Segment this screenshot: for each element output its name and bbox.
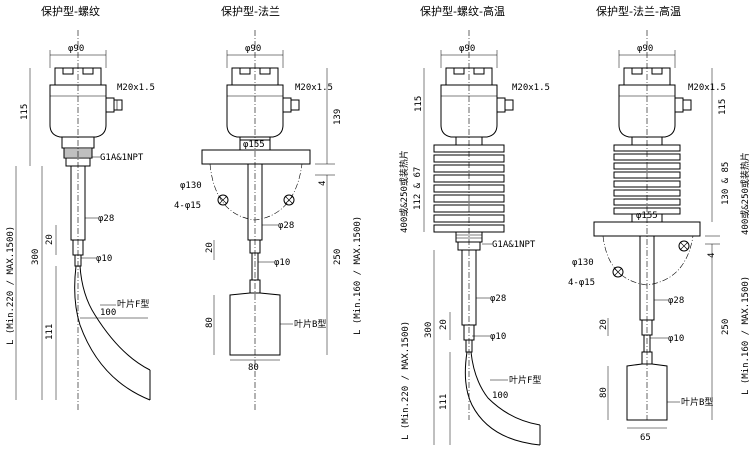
dim-d28-v1: φ28 — [98, 214, 114, 224]
dim-d90-v1: φ90 — [68, 44, 84, 54]
dim-111-v3: 111 — [439, 394, 449, 410]
view-flanged: φ90 M20x1.5 φ155 φ130 4-φ15 φ28 φ10 叶片B型 — [174, 30, 363, 410]
dim-139-v2: 139 — [333, 109, 343, 125]
dim-300-v3: 300 — [424, 322, 434, 338]
dim-d90-v2: φ90 — [245, 44, 261, 54]
dim-d10-v2: φ10 — [274, 258, 290, 268]
dim-lmin160-v4: L (Min.160 / MAX.1500) — [741, 276, 751, 395]
view-threaded: φ90 M20x1.5 G1A&1NPT φ28 φ10 — [6, 30, 155, 410]
dim-d130-v4: φ130 — [572, 258, 594, 268]
view-threaded-high-temp: φ90 M20x1.5 G1A&1NPT — [398, 30, 550, 446]
dim-lmin160-v2: L (Min.160 / MAX.1500) — [353, 216, 363, 335]
dim-115-v3: 115 — [414, 96, 424, 112]
dim-d28-v3: φ28 — [490, 294, 506, 304]
dim-lmin220-v3: L (Min.220 / MAX.1500) — [401, 321, 411, 440]
dim-100-v1: 100 — [100, 308, 116, 318]
dim-d28-v4: φ28 — [668, 296, 684, 306]
label-blade-b-v2: 叶片B型 — [294, 318, 326, 330]
label-holes-v2: 4-φ15 — [174, 201, 201, 211]
dim-80w-v2: 80 — [248, 363, 259, 373]
dim-111-v1: 111 — [45, 324, 55, 340]
label-g1a-v3: G1A&1NPT — [492, 240, 536, 250]
dim-d90-v4: φ90 — [637, 44, 653, 54]
label-m20-v1: M20x1.5 — [117, 83, 155, 93]
dim-d155-v2: φ155 — [243, 140, 265, 150]
label-m20-v2: M20x1.5 — [295, 83, 333, 93]
label-fin-400-v4: 400或&250或装热片 — [739, 152, 751, 235]
title-threaded-high-temp: 保护型-螺纹-高温 — [420, 4, 505, 18]
dim-80h-v4: 80 — [599, 387, 609, 398]
label-blade-b-v4: 叶片B型 — [681, 396, 713, 408]
dim-20-v4: 20 — [599, 319, 609, 330]
title-flanged: 保护型-法兰 — [221, 4, 280, 18]
dim-4-v2: 4 — [318, 181, 328, 186]
dim-20-v3: 20 — [439, 319, 449, 330]
label-blade-f-v1: 叶片F型 — [117, 298, 149, 310]
dim-20-v2: 20 — [205, 242, 215, 253]
dim-lmin220-v1: L (Min.220 / MAX.1500) — [6, 226, 16, 345]
label-blade-f-v3: 叶片F型 — [509, 374, 541, 386]
dim-300-v1: 300 — [31, 249, 41, 265]
title-flanged-high-temp: 保护型-法兰-高温 — [596, 4, 681, 18]
dim-d10-v3: φ10 — [490, 332, 506, 342]
label-m20-v3: M20x1.5 — [512, 83, 550, 93]
dim-d155-v4: φ155 — [636, 211, 658, 221]
dim-115-v4: 115 — [718, 99, 728, 115]
dim-20-v1: 20 — [45, 234, 55, 245]
dim-130-85-v4: 130 & 85 — [721, 162, 731, 205]
dim-112-67-v3: 112 & 67 — [413, 167, 423, 210]
label-fin-400-v3: 400或&250或装热片 — [398, 150, 410, 233]
dim-250-v4: 250 — [721, 319, 731, 335]
label-g1a-v1: G1A&1NPT — [100, 153, 144, 163]
title-threaded: 保护型-螺纹 — [41, 4, 100, 18]
dim-d130-v2: φ130 — [180, 181, 202, 191]
dim-d90-v3: φ90 — [459, 44, 475, 54]
dim-250-v2: 250 — [333, 249, 343, 265]
dim-80h-v2: 80 — [205, 317, 215, 328]
dim-d10-v1: φ10 — [96, 254, 112, 264]
label-m20-v4: M20x1.5 — [688, 83, 726, 93]
dim-65-v4: 65 — [640, 433, 651, 443]
dim-115-v1: 115 — [20, 104, 30, 120]
dim-100-v3: 100 — [492, 391, 508, 401]
label-holes-v4: 4-φ15 — [568, 278, 595, 288]
cooling-fins-v4 — [613, 144, 681, 215]
view-flanged-high-temp: φ90 M20x1.5 φ155 φ130 4-φ15 — [568, 30, 751, 443]
dim-d28-v2: φ28 — [278, 221, 294, 231]
dim-d10-v4: φ10 — [668, 334, 684, 344]
